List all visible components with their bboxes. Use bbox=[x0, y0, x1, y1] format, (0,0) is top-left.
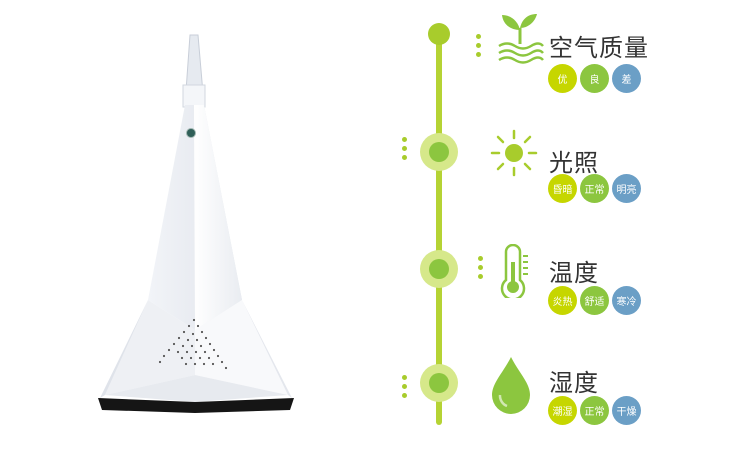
sun-icon bbox=[490, 129, 538, 177]
thermometer-icon bbox=[500, 244, 528, 298]
timeline-node-inner bbox=[429, 142, 449, 162]
dots-indicator bbox=[402, 375, 408, 402]
level-badge: 潮湿 bbox=[548, 396, 577, 425]
level-badge: 干燥 bbox=[612, 396, 641, 425]
level-badge: 炎热 bbox=[548, 286, 577, 315]
timeline-node bbox=[428, 23, 450, 45]
timeline-node-inner bbox=[429, 373, 449, 393]
water-drop-icon bbox=[492, 357, 530, 414]
timeline-node-inner bbox=[429, 259, 449, 279]
dots-indicator bbox=[476, 34, 482, 61]
section-title: 湿度 bbox=[549, 369, 599, 397]
level-badge: 寒冷 bbox=[612, 286, 641, 315]
dots-indicator bbox=[478, 256, 484, 283]
dots-indicator bbox=[402, 137, 408, 164]
level-badge: 差 bbox=[612, 64, 641, 93]
level-badge: 明亮 bbox=[612, 174, 641, 203]
timeline-line bbox=[436, 25, 442, 425]
sprout-water-icon bbox=[498, 14, 544, 64]
level-badge: 昏暗 bbox=[548, 174, 577, 203]
level-badge: 优 bbox=[548, 64, 577, 93]
section-title: 温度 bbox=[549, 259, 599, 287]
section-title: 空气质量 bbox=[549, 34, 649, 62]
level-badges: 昏暗 正常 明亮 bbox=[548, 174, 641, 203]
level-badges: 炎热 舒适 寒冷 bbox=[548, 286, 641, 315]
level-badges: 优 良 差 bbox=[548, 64, 641, 93]
level-badges: 潮湿 正常 干燥 bbox=[548, 396, 641, 425]
level-badge: 舒适 bbox=[580, 286, 609, 315]
level-badge: 正常 bbox=[580, 396, 609, 425]
level-badge: 正常 bbox=[580, 174, 609, 203]
device-illustration bbox=[98, 34, 294, 413]
section-title: 光照 bbox=[549, 149, 599, 177]
level-badge: 良 bbox=[580, 64, 609, 93]
